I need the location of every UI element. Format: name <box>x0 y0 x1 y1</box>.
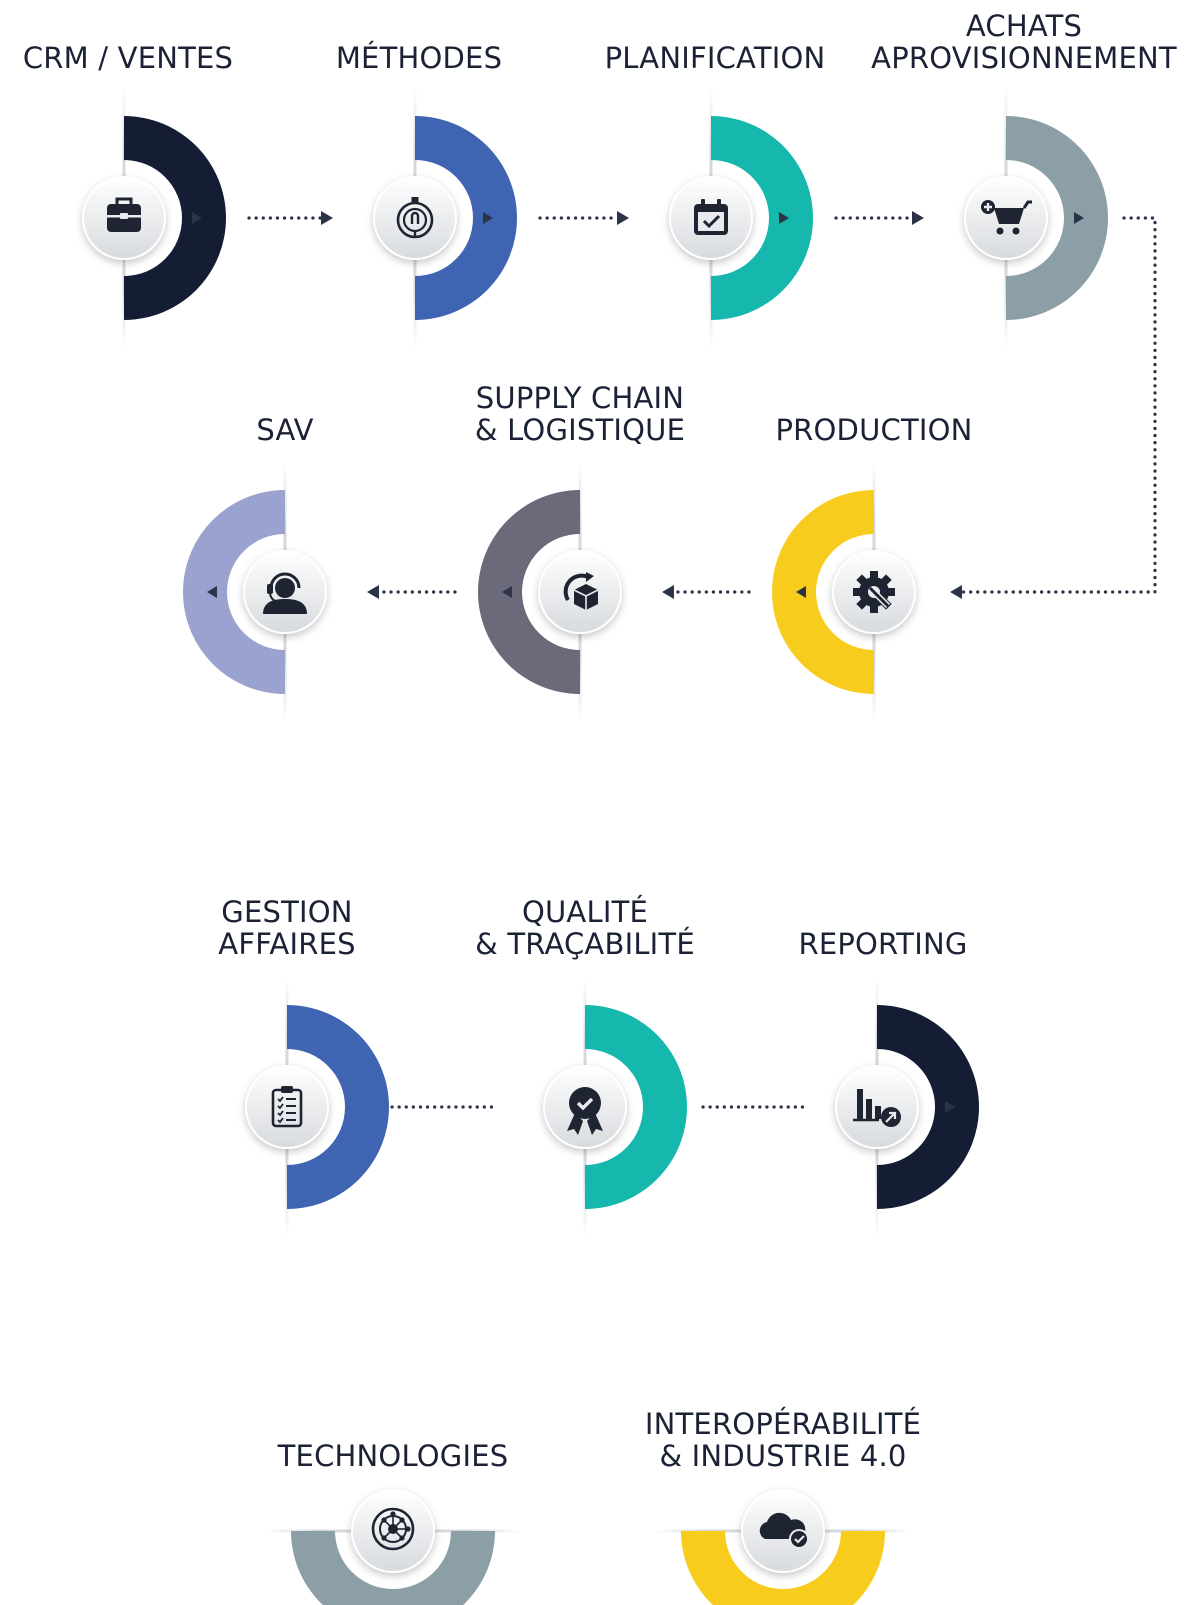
step-label-line: PRODUCTION <box>775 413 973 447</box>
stopwatch-icon <box>396 197 434 239</box>
connector-arrowhead <box>321 211 333 225</box>
step-label-line: GESTION <box>221 895 353 929</box>
step-label-line: & TRAÇABILITÉ <box>475 927 695 961</box>
node-layer <box>82 88 1108 1605</box>
step-label-line: & LOGISTIQUE <box>474 413 686 447</box>
step-node-sav <box>183 462 327 722</box>
step-node-supply-chain <box>478 462 622 722</box>
step-node-interoperabilite <box>655 1489 911 1605</box>
connector-arrowhead <box>950 585 962 599</box>
step-label-line: APROVISIONNEMENT <box>871 41 1177 75</box>
step-label-production: PRODUCTION <box>775 414 972 446</box>
step-node-qualite <box>543 977 687 1237</box>
cart-add-icon <box>981 200 1032 235</box>
step-node-gestion-affaires <box>245 977 389 1237</box>
step-label-line: MÉTHODES <box>335 41 503 75</box>
calendar-check-icon <box>694 199 728 235</box>
cloud-check-icon <box>759 1512 809 1549</box>
step-label-planification: PLANIFICATION <box>605 42 826 74</box>
bar-chart-growth-icon <box>853 1089 901 1127</box>
circuit-icon <box>371 1507 415 1551</box>
step-label-technologies: TECHNOLOGIES <box>278 1440 509 1472</box>
gear-wrench-icon <box>853 571 895 613</box>
step-label-line: INTEROPÉRABILITÉ <box>644 1407 922 1441</box>
step-label-line: & INDUSTRIE 4.0 <box>659 1439 907 1473</box>
step-label-line: SUPPLY CHAIN <box>475 381 685 415</box>
step-label-interoperabilite: INTEROPÉRABILITÉ& INDUSTRIE 4.0 <box>645 1408 921 1472</box>
award-badge-icon <box>567 1087 603 1135</box>
step-label-sav: SAV <box>256 414 313 446</box>
step-node-achats <box>964 88 1108 348</box>
briefcase-icon <box>107 197 141 232</box>
step-label-crm-ventes: CRM / VENTES <box>23 42 233 74</box>
step-label-line: CRM / VENTES <box>22 41 234 75</box>
step-node-planification <box>669 88 813 348</box>
clipboard-list-icon <box>271 1086 303 1128</box>
step-node-reporting <box>835 977 979 1237</box>
step-label-line: REPORTING <box>798 927 968 961</box>
box-return-icon <box>563 572 599 610</box>
step-label-line: SAV <box>256 413 314 447</box>
icon-badge <box>373 176 457 260</box>
step-node-production <box>772 462 916 722</box>
step-label-reporting: REPORTING <box>798 928 967 960</box>
step-label-qualite: QUALITÉ& TRAÇABILITÉ <box>475 896 695 960</box>
connector-arrowhead <box>662 585 674 599</box>
step-label-supply-chain: SUPPLY CHAIN& LOGISTIQUE <box>475 382 685 446</box>
connector-layer <box>247 211 1157 1109</box>
connector-arrowhead <box>617 211 629 225</box>
step-label-methodes: MÉTHODES <box>336 42 502 74</box>
step-label-line: AFFAIRES <box>218 927 356 961</box>
connector-dotted <box>960 216 1157 594</box>
step-node-technologies <box>265 1489 521 1605</box>
step-node-crm-ventes <box>82 88 226 348</box>
step-label-line: PLANIFICATION <box>604 41 826 75</box>
connector-arrowhead <box>912 211 924 225</box>
connector-arrowhead <box>367 585 379 599</box>
step-label-line: TECHNOLOGIES <box>277 1439 509 1473</box>
headset-icon <box>263 572 307 614</box>
step-label-line: ACHATS <box>965 9 1083 43</box>
step-label-line: QUALITÉ <box>521 895 649 929</box>
step-node-methodes <box>373 88 517 348</box>
